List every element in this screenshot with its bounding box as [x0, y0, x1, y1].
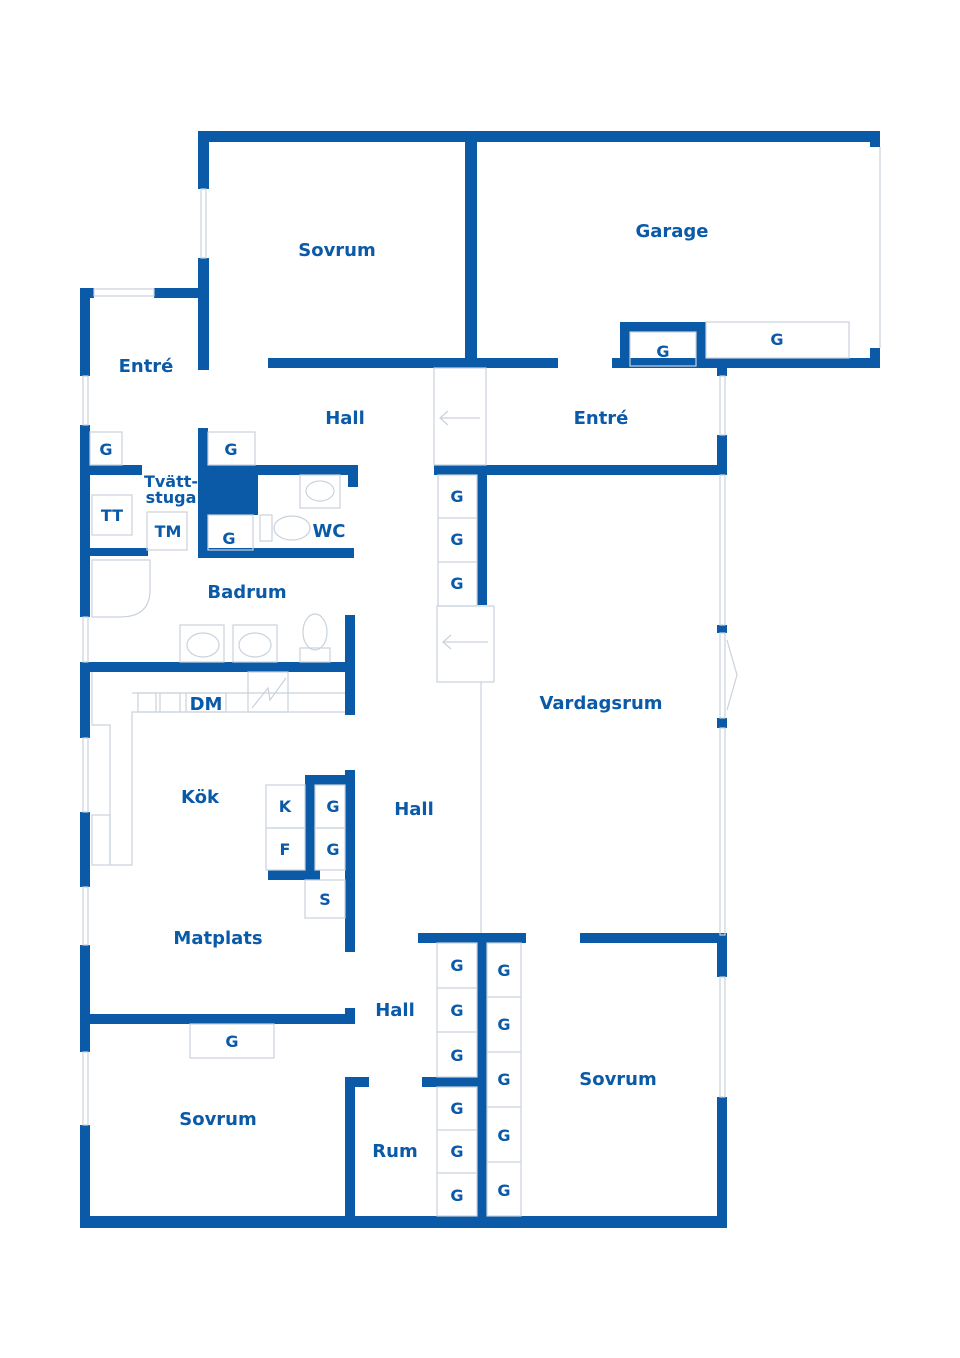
room-label-matplats: Matplats: [173, 928, 262, 949]
windows: [82, 147, 881, 1126]
marker-g: G: [450, 574, 463, 593]
marker-k: K: [279, 797, 292, 816]
room-label-hall-low: Hall: [375, 1000, 415, 1021]
room-label-entre-left: Entré: [119, 356, 174, 377]
marker-g: G: [770, 330, 783, 349]
room-label-entre-right: Entré: [574, 408, 629, 429]
marker-g: G: [326, 840, 339, 859]
room-labels: Sovrum Garage Entré Hall Entré Tvätt- st…: [119, 221, 709, 1162]
marker-g: G: [450, 487, 463, 506]
marker-g: G: [497, 1070, 510, 1089]
room-label-hall-top: Hall: [325, 408, 365, 429]
room-label-sovrum-br: Sovrum: [579, 1069, 657, 1090]
marker-g: G: [497, 961, 510, 980]
marker-g: G: [450, 956, 463, 975]
marker-g: G: [450, 1099, 463, 1118]
room-label-rum: Rum: [372, 1141, 417, 1162]
walls: [80, 131, 880, 1228]
room-label-tvattstuga-2: stuga: [146, 488, 197, 507]
marker-tt: TT: [101, 506, 123, 525]
marker-s: S: [319, 890, 331, 909]
marker-tm: TM: [155, 522, 182, 541]
fixtures: [89, 321, 850, 1217]
marker-g: G: [224, 440, 237, 459]
marker-g: G: [450, 1142, 463, 1161]
room-label-dm: DM: [190, 694, 223, 715]
marker-g: G: [326, 797, 339, 816]
marker-g: G: [497, 1126, 510, 1145]
marker-g: G: [99, 440, 112, 459]
marker-g: G: [497, 1181, 510, 1200]
room-label-wc: WC: [312, 521, 345, 542]
marker-g: G: [450, 1001, 463, 1020]
marker-g: G: [656, 342, 669, 361]
room-label-sovrum-bl: Sovrum: [179, 1109, 257, 1130]
room-label-tvattstuga-1: Tvätt-: [144, 472, 198, 491]
room-label-kok: Kök: [181, 787, 220, 808]
storage-markers: G G G G TT TM G G G G K F G G S G G G G …: [99, 330, 783, 1205]
room-label-sovrum-top: Sovrum: [298, 240, 376, 261]
room-label-garage: Garage: [635, 221, 708, 242]
room-label-vardagsrum: Vardagsrum: [539, 693, 662, 714]
marker-g: G: [225, 1032, 238, 1051]
marker-f: F: [280, 840, 291, 859]
marker-g: G: [222, 529, 235, 548]
room-label-badrum: Badrum: [207, 582, 286, 603]
marker-g: G: [450, 1046, 463, 1065]
marker-g: G: [450, 1186, 463, 1205]
marker-g: G: [497, 1015, 510, 1034]
marker-g: G: [450, 530, 463, 549]
room-label-hall-mid: Hall: [394, 799, 434, 820]
